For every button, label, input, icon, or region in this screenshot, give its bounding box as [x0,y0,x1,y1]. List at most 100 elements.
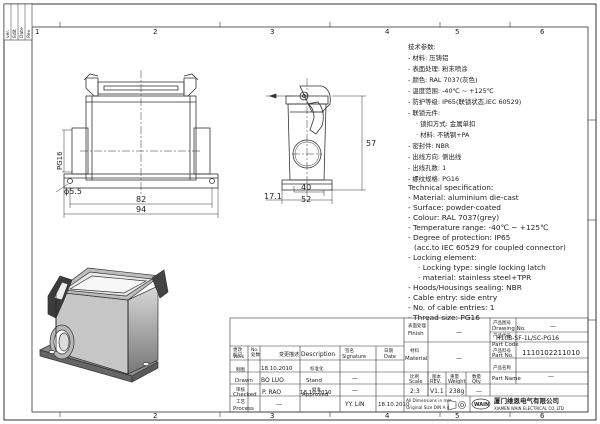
approved-label-cn: 批准 [312,386,321,393]
tech-cn-line: - 颜色: RAL 7037(灰色) [408,75,477,84]
tech-cn-line: - 联锁元件: [408,108,440,117]
drawing-no-value: — [550,323,556,330]
part-no-label-en: Part No. [492,353,514,359]
tech-cn-line: · 锁扣方式: 金属单扣 [416,119,475,128]
col-num-bottom-5: 5 [455,412,459,420]
tech-cn-title: 技术参数: [408,42,436,51]
tech-en-line: - Temperature range: -40℃ ~ +125℃ [408,223,548,232]
part-no-label-cn: 产品料号 [493,347,511,354]
col-num-bottom-3: 3 [270,412,274,420]
hdr-sign-cn: 签名 [345,347,354,354]
tech-en-line: - Cable entry: side entry [408,293,498,302]
checked-date: 18.10.2010 [300,390,332,396]
dim-width-94: 94 [136,205,146,214]
corner-tab-date: Date [19,27,25,38]
corner-tab-edit: Edit [12,29,18,38]
tech-cn-line: - 出线孔数: 1 [408,163,446,172]
drawn-date: 18.10.2010 [261,366,293,372]
std-label-cn: 标准化 [310,365,324,372]
tech-cn-line: - 防护等级: IP65(联锁状态,IEC 60529) [408,97,521,106]
col-num-5: 5 [455,28,459,36]
checked-name: P. RAO [262,389,281,396]
approved-label-en: Approved [302,392,328,398]
part-name-label-cn: 产品名称 [493,364,511,371]
surface-label-en: Finish [408,331,424,337]
drawn-label-en: Drawn [235,378,253,384]
col-num-bottom-2: 2 [153,412,157,420]
material-label-cn: 材料 [410,347,419,354]
tech-cn-line: - 螺纹规格: PG16 [408,174,459,183]
process-label-en: Process [233,406,254,412]
hdr-date-en: Date [384,354,396,360]
scale-value: 2:3 [410,388,420,395]
checked-label-cn: 审核 [236,386,245,393]
approved-name: — [352,387,358,394]
side-view-drawing [266,78,333,196]
material-label-en: Material [405,356,428,362]
col-num-3: 3 [270,28,274,36]
std-label-en: Stand [306,378,322,384]
front-view-drawing [63,70,219,196]
tech-cn-line: - 出线方向: 侧出线 [408,152,462,161]
tech-en-line: - Material: aluminium die-cast [408,193,519,202]
outer-frame [3,3,597,421]
rev-value: V1.1 [430,388,444,395]
tech-en-title: Technical specification: [407,183,493,192]
qty-label-cn: 数量 [472,373,481,380]
company-name-en: XIAMEN WAIN ELECTRICAL CO.,LTD [494,406,564,411]
hdr-date-cn: 日期 [384,348,393,354]
hdr-sign-en: Signature [342,354,366,360]
isometric-product-view [39,267,169,383]
weight-label-cn: 重量 [450,373,459,380]
weight-label-en: Weight [448,379,465,385]
weight-value: 238g [449,388,464,395]
hdr-change-en: Description [301,351,335,358]
row-work-cn: 更改 [233,346,242,353]
col-num-1: 1 [35,28,39,36]
material-value: — [456,355,462,362]
part-name-label-en: Part Name [492,376,521,382]
approved2-name: YY. LIN [344,401,365,408]
tech-en-line: - No. of cable entries: 1 [408,303,495,312]
qty-label-en: Qty. [472,379,482,385]
note-original-size: Original Size DIN A 4 [406,405,450,410]
title-block-grid [229,317,589,413]
side-view-dimensions [266,95,366,204]
hdr-count: 处数 [251,351,260,358]
front-view-dimensions [55,129,219,218]
tech-cn-line: - 表面处理: 粉末喷涂 [408,64,468,73]
row-work-no: No. [251,347,258,353]
hdr-change-cn: 变更描述 [279,351,299,358]
surface-label-cn: 表面处理 [408,322,426,329]
tech-spec-cn: 技术参数: - 材料: 压铸铝 - 表面处理: 粉末喷涂 - 颜色: RAL 7… [408,42,521,183]
tech-en-line: · Locking type: single locking latch [418,263,546,272]
hdr-mark: 标记 [233,351,242,358]
dim-base-52: 52 [301,195,311,204]
col-num-2: 2 [153,28,157,36]
dim-pg-thread: PG16 [56,151,64,170]
rev-label-cn: 版本 [432,373,441,380]
drawing-no-label-en: Drawing No. [492,326,526,332]
company-logo: WAIN [471,398,491,410]
tech-cn-line: - 材料: 压铸铝 [408,53,448,62]
dim-base-40: 40 [301,183,311,192]
corner-tab-ver: ver. [5,30,11,38]
checked-label-en: Checked [233,392,257,398]
company-name-cn: 厦门维恩电气有限公司 [494,396,559,405]
zone-dividers [59,22,596,417]
tech-en-line: · material: stainless steel+TPR [418,273,531,282]
tech-cn-line: - 温度范围: -40℃ ~ +125℃ [408,86,494,95]
note-dimensions: All Dimensions in mm [406,398,452,403]
part-code-label-en: Part Code [492,342,519,348]
scale-label-cn: 比例 [410,373,419,380]
part-no-value: 1110102211010 [522,349,580,357]
projection-symbol [447,399,466,411]
qty-value: — [476,388,482,395]
tech-en-line: - Locking element: [408,253,477,262]
tech-en-line: - Surface: powder-coated [408,203,501,212]
part-code-value: H10B-SF-1L/SC-PG16 [496,335,559,342]
revision-corner-tab: ver. Edit Date Rev [3,3,33,41]
col-num-bottom-4: 4 [385,412,390,420]
col-num-6: 6 [540,28,545,36]
tech-cn-line: · 材料: 不锈钢+PA [416,130,470,139]
